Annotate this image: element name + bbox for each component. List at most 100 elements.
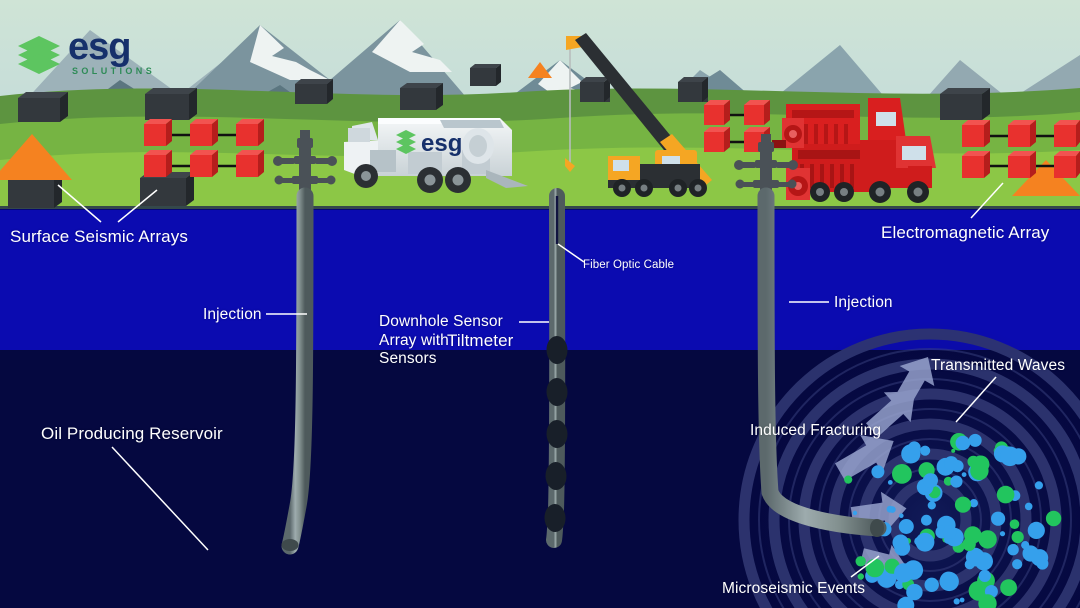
black-equipment-box [580,77,610,102]
label-oil-producing-reservoir: Oil Producing Reservoir [41,424,223,443]
microseismic-event-dot [1024,502,1033,511]
microseismic-event-dot [928,579,936,587]
em-sensor-cube [962,151,990,178]
leader-surface-left [57,184,102,223]
microseismic-event-dot [1012,559,1023,570]
label-tiltmeter: Tiltmeter [447,331,514,350]
label-injection-left: Injection [203,306,262,323]
microseismic-event-dot [1010,448,1027,465]
well-center-monitor [544,188,568,548]
crane-truck [528,33,712,197]
microseismic-event-dot [953,598,960,605]
svg-text:esg: esg [421,130,462,157]
microseismic-event-dot [962,537,976,551]
leader-microseismic [850,555,880,578]
microseismic-event-dot [852,510,858,516]
microseismic-event-dot [1000,579,1017,596]
microseismic-event-dot [915,532,935,552]
frac-pump-trucks [772,98,936,203]
microseismic-event-dot [1001,585,1006,590]
black-equipment-box [470,64,501,86]
microseismic-event-dot [914,537,923,546]
microseismic-event-dot [970,461,989,481]
microseismic-event-dot [906,583,923,601]
microseismic-event-dot [1009,519,1020,529]
microseismic-event-dot [950,475,963,488]
microseismic-event-cloud [844,433,1062,608]
microseismic-event-dot [844,475,853,484]
leader-reservoir [111,446,209,551]
microseismic-event-dot [999,531,1006,537]
microseismic-event-dot [895,580,904,590]
tent-icon [1012,160,1080,196]
label-microseismic-events: Microseismic Events [722,580,866,597]
well-left-injection [281,187,314,555]
leader-lines [57,182,1004,578]
microseismic-event-dot [922,473,938,489]
em-sensor-cube [1054,120,1080,147]
microseismic-event-dot [1034,481,1043,490]
esg-logo-wordmark: esg [68,26,131,68]
microseismic-event-dot [943,476,953,486]
microseismic-event-dot [942,525,957,539]
microseismic-event-dot [921,514,932,526]
microseismic-event-dot [1021,541,1030,550]
black-equipment-box [140,172,194,206]
label-injection-right: Injection [834,294,893,311]
seismic-sensor-cube [744,100,770,125]
microseismic-event-dot [927,501,936,510]
label-downhole-sensor-array: Downhole Sensor Array with Sensors [379,313,503,367]
microseismic-event-dot [899,513,904,518]
label-surface-seismic-arrays: Surface Seismic Arrays [10,227,188,246]
microseismic-event-dot [951,448,956,453]
microseismic-event-dot [978,530,997,549]
microseismic-event-dot [894,539,911,556]
black-equipment-box [295,79,333,104]
seismic-sensor-cube [704,127,730,152]
microseismic-event-dot [1027,521,1045,540]
leader-electromagnetic [970,182,1004,219]
microseismic-event-dot [978,594,997,608]
microseismic-event-dot [955,435,971,451]
black-equipment-box [18,92,68,122]
stacked-layers-icon [18,36,60,74]
leader-surface-right [117,189,158,223]
microseismic-event-dot [969,499,978,508]
microseismic-event-dot [965,547,985,567]
tent-icon [0,134,72,180]
well-right-treatment [757,187,887,537]
microseismic-event-dot [968,433,982,447]
label-fiber-optic-cable: Fiber Optic Cable [583,259,675,271]
microseismic-event-dot [886,505,894,513]
microseismic-event-dot [1045,510,1062,527]
black-equipment-box [400,83,443,110]
microseismic-event-dot [1011,531,1024,544]
downhole-sensor-pods [544,336,568,532]
microseismic-event-dot [940,571,957,588]
induced-fracturing-arrows [835,356,935,580]
seismic-sensor-cube [144,150,172,177]
em-sensor-cube [1054,151,1080,178]
esg-logo-on-truck: esg [396,130,462,157]
microseismic-event-dot [978,569,991,583]
microseismic-event-dot [865,558,885,578]
surface-seismic-array-left [0,88,264,208]
microseismic-event-dot [894,563,914,583]
em-sensor-cube [1008,120,1036,147]
microseismic-event-dot [959,597,965,603]
microseismic-event-dot [991,511,1006,526]
microseismic-event-dot [900,524,909,532]
em-sensor-cube [1008,151,1036,178]
microseismic-event-dot [920,445,931,456]
leader-fiber [557,243,585,263]
wellhead-left [273,130,337,198]
black-equipment-box [145,88,197,120]
microseismic-event-dot [887,480,893,485]
microseismic-event-dot [855,556,866,567]
surface-seismic-array-center [295,64,770,152]
seismic-sensor-cube [144,119,172,146]
label-electromagnetic-array: Electromagnetic Array [881,223,1050,242]
seismic-sensor-cube [236,150,264,177]
microseismic-event-dot [954,496,972,513]
